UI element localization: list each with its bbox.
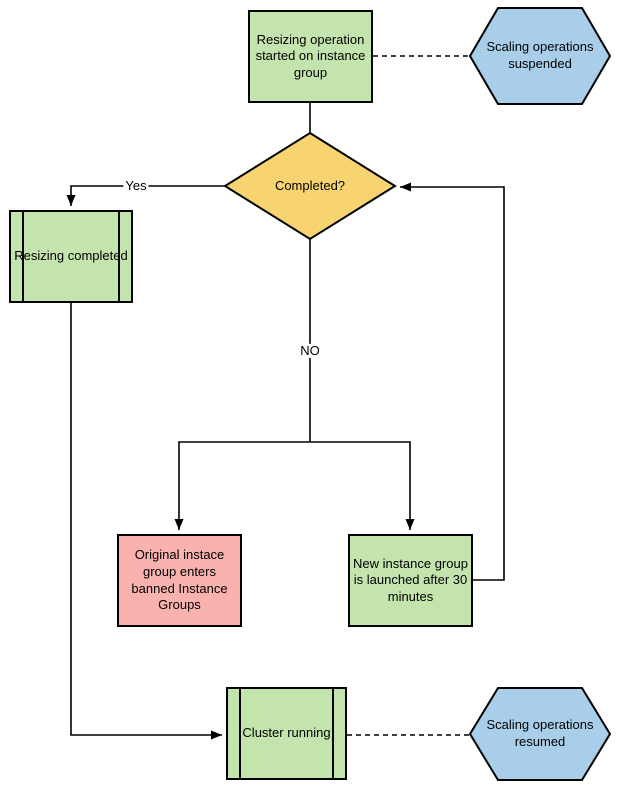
node-new-instance-label: New instance group is launched after 30 … bbox=[353, 555, 468, 604]
node-new-instance-group: New instance group is launched after 30 … bbox=[348, 534, 473, 627]
edge-no-to-banned bbox=[174, 441, 310, 530]
node-cluster-running: Cluster running bbox=[226, 687, 347, 780]
edge-no-to-new-instance bbox=[310, 441, 415, 530]
node-banned-instance-groups: Original instace group enters banned Ins… bbox=[117, 534, 242, 627]
edge-yes-to-resizing-completed bbox=[66, 185, 225, 206]
predefined-process-bar-left bbox=[239, 689, 241, 778]
edge-resizing-completed-to-cluster bbox=[70, 303, 222, 740]
node-banned-label: Original instace group enters banned Ins… bbox=[131, 547, 228, 613]
predefined-process-bar-right bbox=[332, 689, 334, 778]
hexagon-resumed bbox=[468, 687, 612, 781]
predefined-process-bar-right bbox=[118, 212, 120, 301]
node-cluster-running-label: Cluster running bbox=[242, 725, 331, 741]
decision-diamond bbox=[223, 131, 397, 241]
edge-label-no: NO bbox=[298, 342, 322, 359]
edge-label-yes: Yes bbox=[123, 177, 149, 194]
edge-loop-to-decision bbox=[400, 182, 505, 581]
node-start-label: Resizing operation started on instance g… bbox=[255, 31, 366, 80]
hexagon-suspended bbox=[468, 7, 612, 105]
predefined-process-bar-left bbox=[22, 212, 24, 301]
node-resizing-completed: Resizing completed bbox=[9, 210, 133, 303]
node-resizing-completed-label: Resizing completed bbox=[14, 248, 128, 264]
node-start: Resizing operation started on instance g… bbox=[248, 10, 373, 103]
